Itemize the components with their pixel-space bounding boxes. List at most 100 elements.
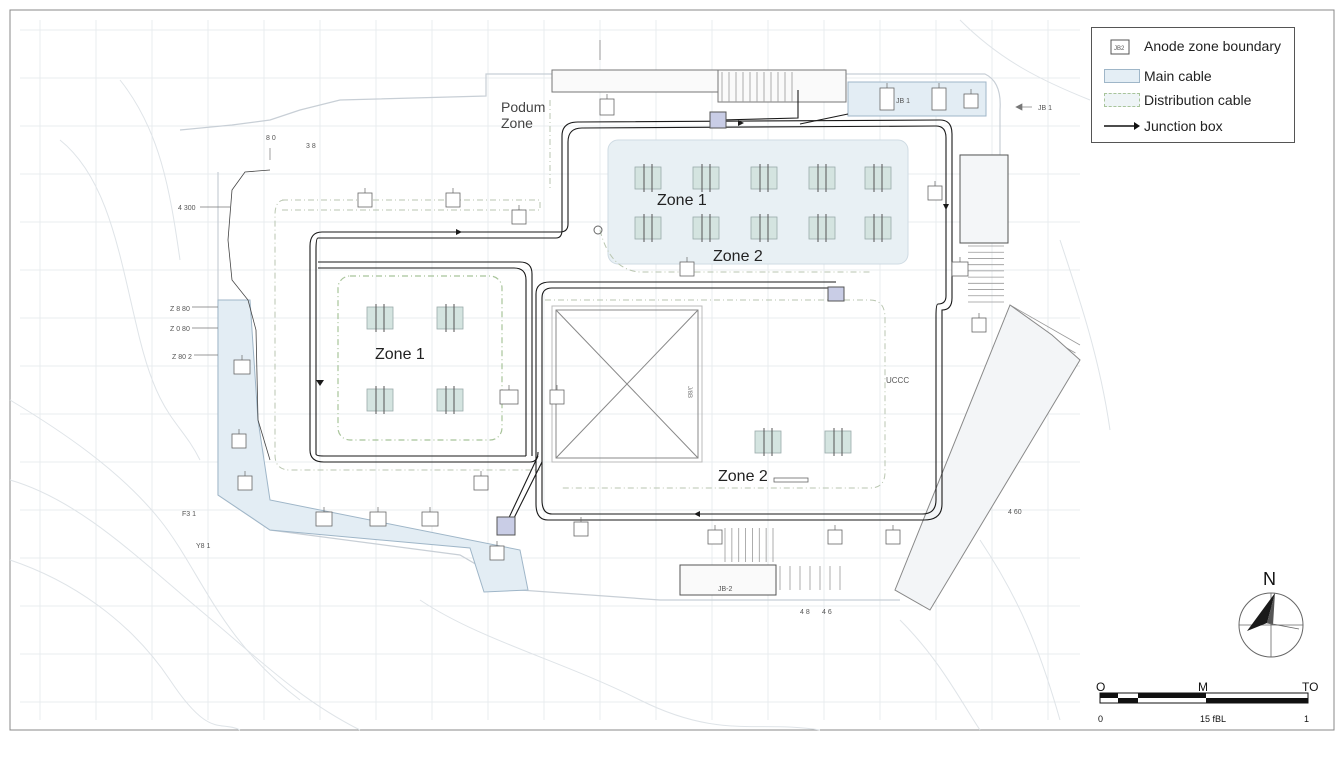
junction-arrow-icon	[1104, 122, 1140, 130]
anode-pair	[634, 164, 662, 192]
sw-note-2: Y8 1	[196, 543, 211, 550]
junction-box	[549, 385, 565, 405]
anode-pair	[750, 164, 778, 192]
junction-box	[679, 257, 695, 277]
anode-pair	[366, 304, 394, 332]
anode-body	[436, 388, 464, 412]
zone1-upper-label: Zone 1	[657, 192, 707, 209]
zone-labels: Podum Zone Zone 1 Zone 2 Zone 1 Zone 2	[375, 99, 768, 485]
jb2-south-label: JB-2	[718, 586, 733, 593]
center-mark: J/8B	[686, 386, 692, 398]
junction-box	[357, 188, 373, 208]
anode-pair	[864, 164, 892, 192]
junction-box	[499, 385, 519, 405]
central-structure	[551, 305, 703, 463]
junction-box-outline	[549, 389, 565, 405]
jb1-arrow-label: JB 1	[1038, 105, 1052, 112]
junction-box-outline	[489, 545, 505, 561]
anode-body	[754, 430, 782, 454]
junction-box	[473, 471, 489, 491]
zone2-lower-label: Zone 2	[718, 468, 768, 485]
junction-box-outline	[963, 93, 979, 109]
west-note-4: Z 80 2	[172, 354, 192, 361]
scale-bottom-left: 0	[1098, 714, 1103, 724]
scale-bottom-right: 1	[1304, 714, 1309, 724]
scale-top-left: O	[1096, 680, 1105, 694]
west-note-3: Z 0 80	[170, 326, 190, 333]
junction-box	[963, 89, 979, 109]
junction-box-outline	[357, 192, 373, 208]
junction-box	[231, 429, 247, 449]
anode-body	[436, 306, 464, 330]
junction-box	[879, 83, 895, 111]
legend-box: JB2 Anode zone boundary Main cable Distr…	[1091, 27, 1295, 143]
legend-label-anode-zone: Anode zone boundary	[1144, 38, 1281, 54]
anode-pair	[808, 164, 836, 192]
anode-pair	[436, 304, 464, 332]
junction-box-outline	[369, 511, 387, 527]
junction-box	[315, 507, 333, 527]
anode-body	[808, 166, 836, 190]
sw-note-1: F3 1	[182, 511, 196, 518]
anode-pair	[750, 214, 778, 242]
anode-body	[634, 216, 662, 240]
anode-pair	[634, 214, 662, 242]
terrain-contours	[9, 19, 1111, 731]
legend-label-junction-box: Junction box	[1144, 118, 1223, 134]
background-grid	[20, 20, 1080, 720]
anode-body	[864, 216, 892, 240]
anode-body	[864, 166, 892, 190]
distribution-cable-swatch	[1104, 93, 1140, 107]
junction-box-outline	[237, 475, 253, 491]
junction-box-outline	[971, 317, 987, 333]
junction-box-outline	[879, 87, 895, 111]
anode-body	[692, 166, 720, 190]
ramp-tread	[1009, 304, 1081, 346]
se-note-1: 4 60	[1008, 509, 1022, 516]
junction-box	[233, 355, 251, 375]
junction-box	[931, 83, 947, 111]
anode-zones	[274, 100, 909, 489]
west-note-2: Z 8 80	[170, 306, 190, 313]
zone2-upper-label: Zone 2	[713, 248, 763, 265]
leader-lines	[192, 40, 1032, 356]
junction-box	[707, 525, 723, 545]
junction-box-outline	[445, 192, 461, 208]
junction-box-outline	[927, 185, 943, 201]
main-cable-routes	[309, 90, 953, 527]
anode-pair	[692, 214, 720, 242]
anode-grid	[366, 164, 892, 456]
north-arrow-compass: N	[1238, 569, 1304, 658]
podium-label-line2: Zone	[501, 115, 533, 131]
annotations: JB 1 JB 1 JB-2 UCCC 4 300 Z 8 80 Z 0 80 …	[170, 98, 1052, 616]
anode-pair	[692, 164, 720, 192]
junction-box	[951, 257, 969, 277]
anode-body	[750, 216, 778, 240]
junction-box	[489, 541, 505, 561]
scale-bottom-mid: 15 fBL	[1200, 714, 1226, 724]
south-note-2: 4 6	[822, 609, 832, 616]
junction-box-outline	[315, 511, 333, 527]
legend-label-main-cable: Main cable	[1144, 68, 1212, 84]
east-ramp	[894, 304, 1081, 611]
anode-body	[808, 216, 836, 240]
anode-body	[692, 216, 720, 240]
south-note-1: 4 8	[800, 609, 810, 616]
junction-box	[573, 517, 589, 537]
junction-box-outline	[499, 389, 519, 405]
jb1-ne-label: JB 1	[896, 98, 910, 105]
junction-box	[885, 525, 901, 545]
junction-box	[445, 188, 461, 208]
anode-pair	[864, 214, 892, 242]
zone2-lower-marker	[773, 477, 809, 483]
legend-label-distribution-cable: Distribution cable	[1144, 92, 1252, 108]
uccc-label: UCCC	[886, 376, 909, 385]
cable-flow-arrows	[316, 120, 949, 517]
junction-box	[237, 471, 253, 491]
west-distribution-cable	[227, 169, 271, 461]
junction-box	[827, 525, 843, 545]
junction-box-outline	[473, 475, 489, 491]
junction-box-outline	[233, 359, 251, 375]
junction-box-outline	[421, 511, 439, 527]
